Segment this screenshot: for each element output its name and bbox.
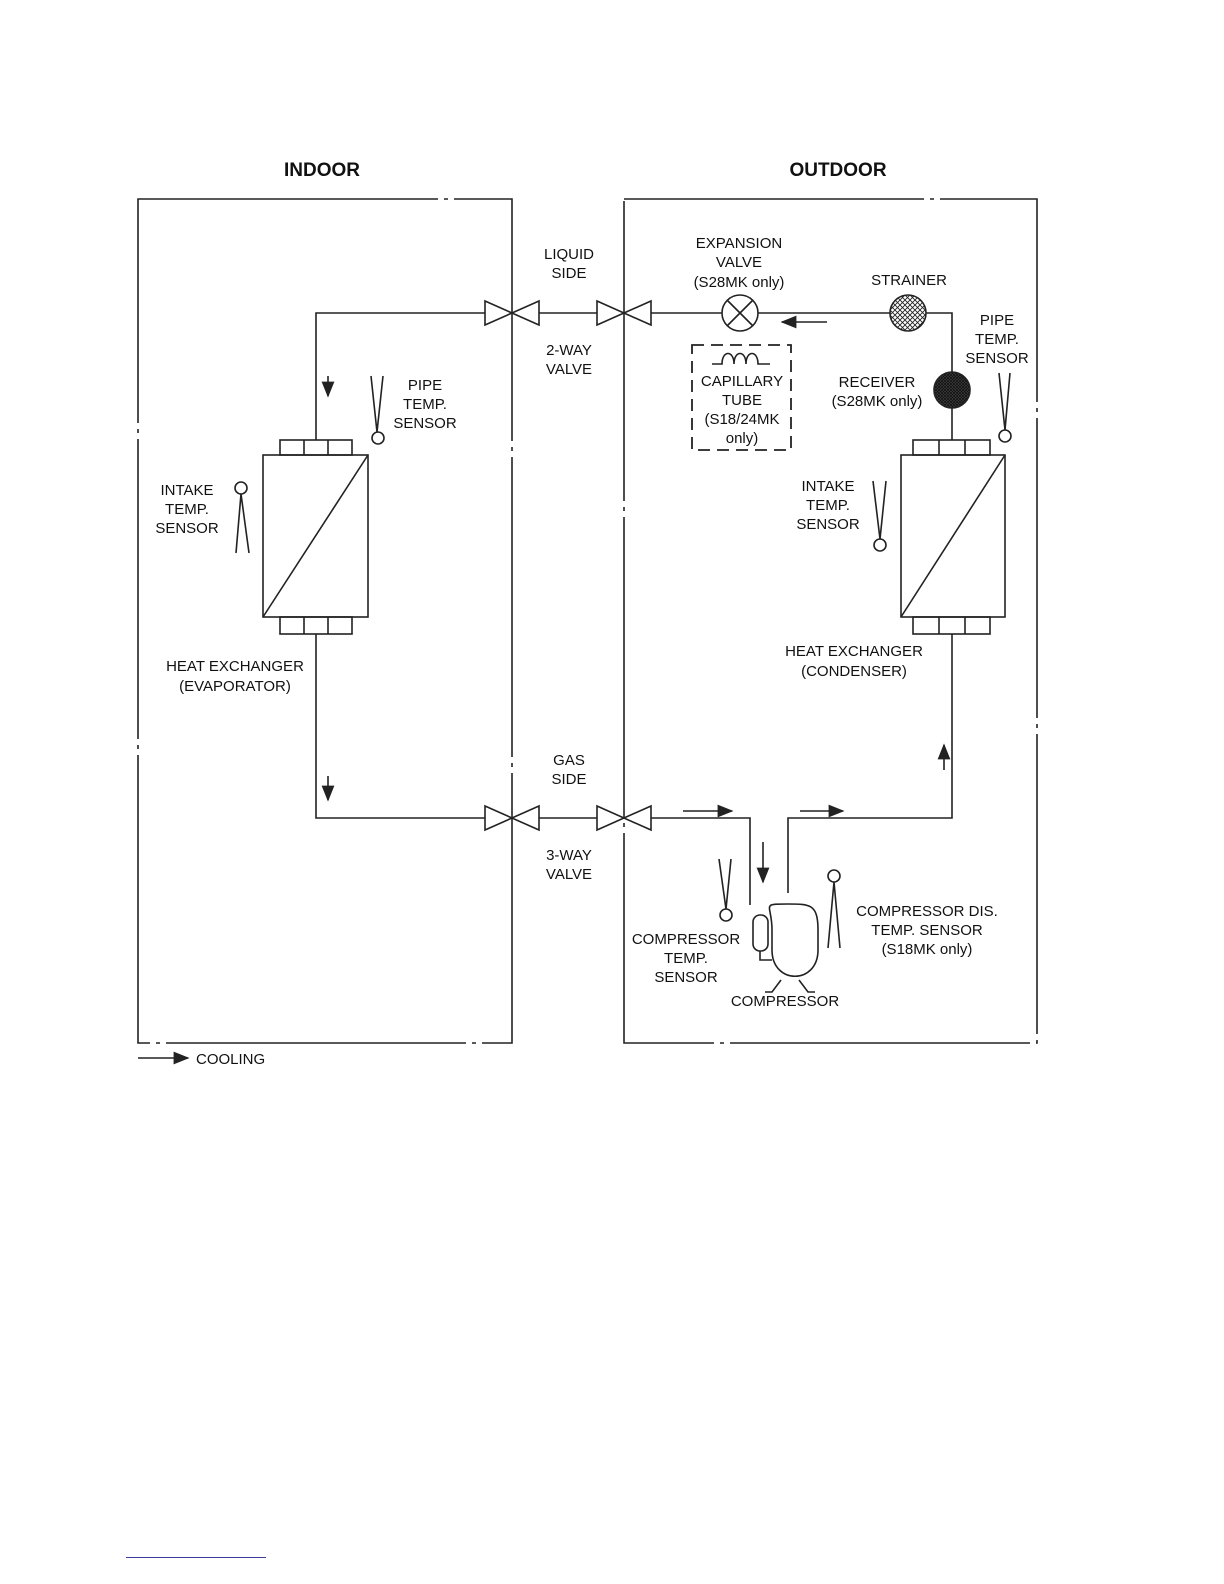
liquid-valve-indoor bbox=[484, 299, 540, 327]
capillary-coil-icon bbox=[712, 352, 770, 365]
gas-valve-indoor bbox=[484, 804, 540, 832]
evaporator-label: HEAT EXCHANGER bbox=[166, 658, 304, 675]
condenser-label: HEAT EXCHANGER bbox=[785, 643, 923, 660]
expansion-valve-label: EXPANSION bbox=[696, 235, 782, 252]
two-way-valve-label: 2-WAY bbox=[546, 342, 592, 359]
indoor-intake-sensor-label: SENSOR bbox=[155, 520, 219, 537]
outdoor-unit-boundary bbox=[623, 198, 1038, 1044]
expansion-valve-label: (S28MK only) bbox=[694, 274, 785, 291]
indoor-pipe-sensor-label: PIPE bbox=[408, 377, 442, 394]
refrigerant-piping bbox=[315, 312, 953, 905]
evaporator-icon bbox=[262, 439, 369, 635]
gas-3-way-valve bbox=[596, 804, 652, 832]
condenser-label: (CONDENSER) bbox=[801, 663, 907, 680]
outdoor-intake-sensor-icon bbox=[872, 480, 887, 552]
two-way-valve-label: VALVE bbox=[546, 361, 592, 378]
capillary-tube-label: TUBE bbox=[722, 392, 762, 409]
strainer-icon bbox=[889, 294, 927, 332]
capillary-tube-box bbox=[691, 344, 792, 451]
compressor-temp-sensor-label: SENSOR bbox=[654, 969, 718, 986]
flow-arrows bbox=[321, 315, 951, 884]
compressor-icon bbox=[752, 903, 819, 993]
legend-cooling-label: COOLING bbox=[196, 1051, 265, 1068]
three-way-valve-label: VALVE bbox=[546, 866, 592, 883]
compressor-temp-sensor-label: TEMP. bbox=[664, 950, 708, 967]
compressor-label: COMPRESSOR bbox=[731, 993, 840, 1010]
outdoor-pipe-sensor-icon bbox=[998, 372, 1012, 443]
gas-side-label: SIDE bbox=[551, 771, 586, 788]
indoor-intake-sensor-icon bbox=[234, 481, 250, 554]
gas-side-label: GAS bbox=[553, 752, 585, 769]
footer-divider bbox=[126, 1557, 266, 1558]
capillary-tube-label: only) bbox=[726, 430, 759, 447]
outdoor-intake-sensor-label: TEMP. bbox=[806, 497, 850, 514]
outdoor-pipe-sensor-label: SENSOR bbox=[965, 350, 1029, 367]
compressor-dis-sensor-label: COMPRESSOR DIS. bbox=[856, 903, 998, 920]
outdoor-intake-sensor-label: SENSOR bbox=[796, 516, 860, 533]
indoor-pipe-sensor-label: TEMP. bbox=[403, 396, 447, 413]
indoor-intake-sensor-label: TEMP. bbox=[165, 501, 209, 518]
receiver-icon bbox=[933, 371, 971, 409]
outdoor-header: OUTDOOR bbox=[789, 160, 886, 181]
liquid-2-way-valve bbox=[596, 299, 652, 327]
compressor-temp-sensor-label: COMPRESSOR bbox=[632, 931, 741, 948]
liquid-side-label: LIQUID bbox=[544, 246, 594, 263]
liquid-side-label: SIDE bbox=[551, 265, 586, 282]
receiver-label: RECEIVER bbox=[839, 374, 916, 391]
outdoor-pipe-sensor-label: TEMP. bbox=[975, 331, 1019, 348]
outdoor-pipe-sensor-label: PIPE bbox=[980, 312, 1014, 329]
capillary-tube-label: (S18/24MK bbox=[704, 411, 779, 428]
indoor-intake-sensor-label: INTAKE bbox=[160, 482, 213, 499]
expansion-valve-icon bbox=[721, 294, 759, 332]
compressor-dis-sensor-label: TEMP. SENSOR bbox=[871, 922, 983, 939]
condenser-icon bbox=[900, 439, 1006, 635]
compressor-temp-sensor-icon bbox=[718, 858, 733, 922]
compressor-dis-sensor-icon bbox=[827, 869, 841, 949]
indoor-header: INDOOR bbox=[284, 160, 360, 181]
three-way-valve-label: 3-WAY bbox=[546, 847, 592, 864]
strainer-label: STRAINER bbox=[871, 272, 947, 289]
indoor-pipe-sensor-label: SENSOR bbox=[393, 415, 457, 432]
capillary-tube-label: CAPILLARY bbox=[701, 373, 783, 390]
indoor-unit-boundary bbox=[137, 198, 513, 1044]
compressor-dis-sensor-label: (S18MK only) bbox=[882, 941, 973, 958]
receiver-label: (S28MK only) bbox=[832, 393, 923, 410]
indoor-pipe-sensor-icon bbox=[370, 375, 385, 445]
expansion-valve-label: VALVE bbox=[716, 254, 762, 271]
evaporator-label: (EVAPORATOR) bbox=[179, 678, 291, 695]
legend-cooling: COOLING bbox=[138, 1051, 265, 1068]
outdoor-intake-sensor-label: INTAKE bbox=[801, 478, 854, 495]
